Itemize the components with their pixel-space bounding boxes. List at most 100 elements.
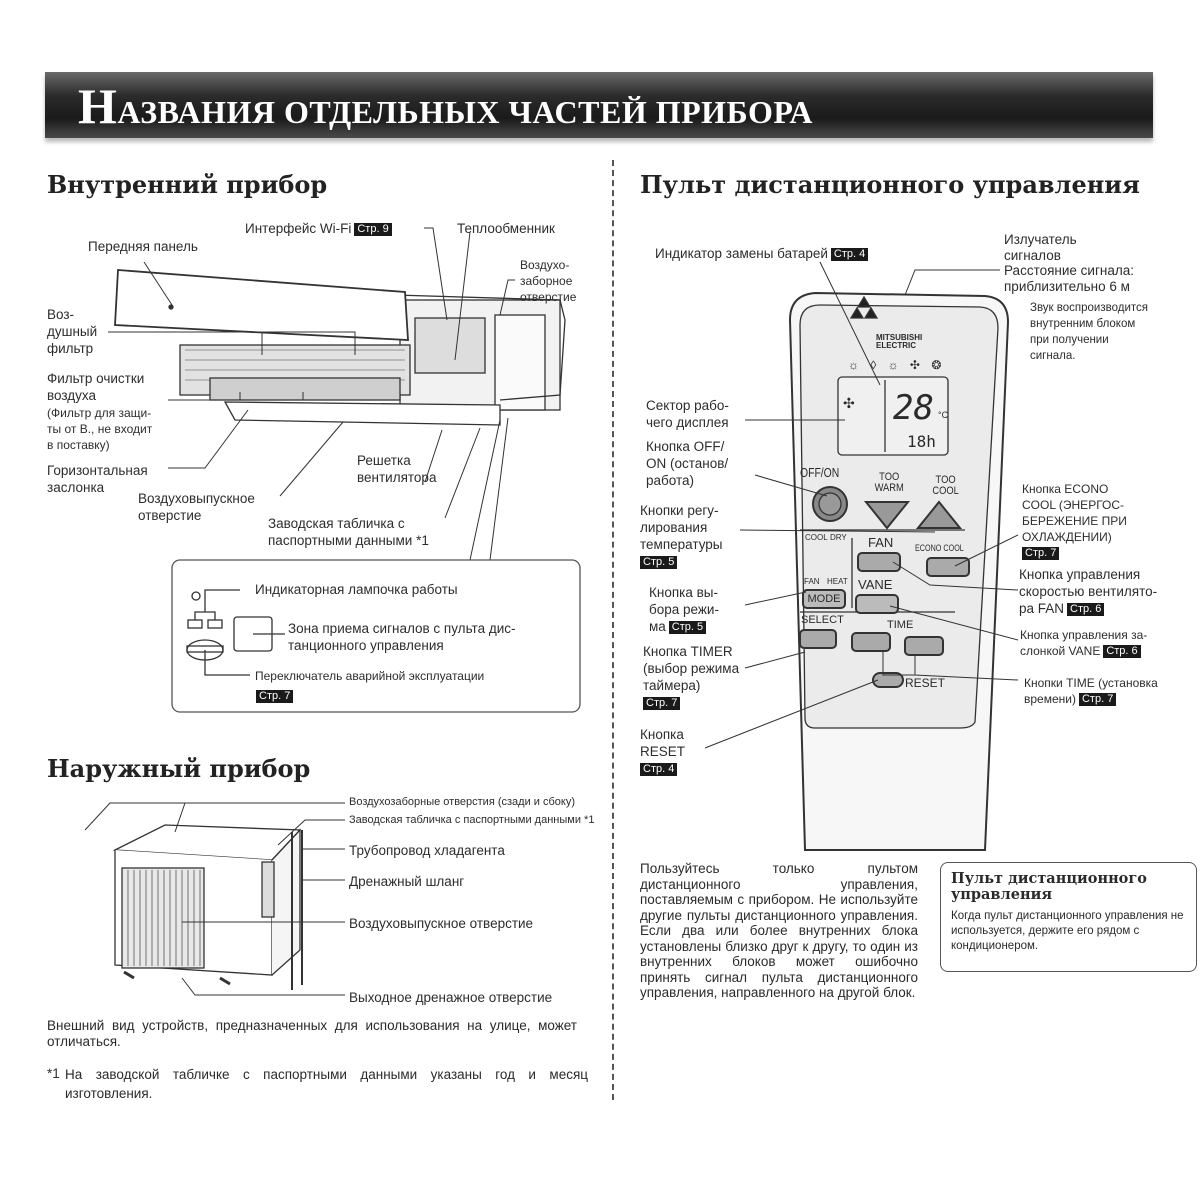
page-ref-badge: Стр. 7 xyxy=(1022,547,1060,560)
too-cool-button[interactable] xyxy=(918,500,960,528)
outdoor-appearance-note: Внешний вид устройств, предназначенных д… xyxy=(47,1018,577,1049)
label-air-outlet: Воздуховыпускное отверстие xyxy=(138,491,255,523)
mode-cool-label: COOL xyxy=(805,533,828,542)
label-emergency-switch: Переключатель аварийной эксплуатации xyxy=(255,669,485,683)
label-operation-lamp: Индикаторная лампочка работы xyxy=(255,582,458,597)
label-outdoor-nameplate: Заводская табличка с паспортными данными… xyxy=(349,814,595,826)
storage-box-text: Когда пульт дистанционного управления не… xyxy=(951,910,1184,952)
page-ref-badge: Стр. 6 xyxy=(1067,603,1105,616)
reset-label: Кнопка RESET xyxy=(640,727,686,759)
time-label-device: TIME xyxy=(885,619,916,631)
mode-label: Кнопка вы- бора режи- ма xyxy=(649,585,719,634)
label-air-filter: Воз- душный фильтр xyxy=(47,307,98,356)
econo-cool-button[interactable] xyxy=(927,558,969,576)
page-ref-badge: Стр. 7 xyxy=(643,697,681,710)
label-air-intake: Воздухо- заборное отверстие xyxy=(520,258,577,304)
remote-section-title: Пульт дистанционного управления xyxy=(640,170,1140,199)
label-onoff-button: Кнопка OFF/ ON (останов/ работа) xyxy=(646,439,729,488)
fan-speed-icon: ✣ xyxy=(843,395,855,411)
mode-heat-label: HEAT xyxy=(827,577,848,586)
display-temp: 28 xyxy=(893,388,934,428)
mode-icons: ☼ ◊ ☼ ✣ ❂ xyxy=(848,358,946,372)
page-ref-badge: Стр. 7 xyxy=(1078,693,1117,706)
fan-button[interactable] xyxy=(858,553,900,571)
offon-button[interactable] xyxy=(812,498,848,522)
wifi-label: Интерфейс Wi-Fi xyxy=(245,221,352,236)
remote-usage-note: Пользуйтесь только пультом дистанционног… xyxy=(640,861,918,1000)
mode-dry-label: DRY xyxy=(830,533,847,542)
remote-drawing xyxy=(788,291,1010,851)
too-warm-button[interactable] xyxy=(866,500,908,528)
label-horizontal-vane: Горизонтальная заслонка xyxy=(47,463,148,495)
label-fan-grille: Решетка вентилятора xyxy=(357,453,437,485)
vane-button[interactable] xyxy=(856,595,898,613)
outdoor-section-title: Наружный прибор xyxy=(47,754,311,783)
outdoor-unit-drawing xyxy=(112,824,303,990)
vane-button-label: VANE xyxy=(858,577,893,592)
battery-label: Индикатор замены батарей xyxy=(655,246,828,261)
label-timer-button: Кнопка TIMER (выбор режима таймера) Стр. … xyxy=(643,643,739,711)
label-cleaning-filter-note: (Фильтр для защи- ты от В., не входит в … xyxy=(47,406,153,452)
label-drain-outlet: Выходное дренажное отверстие xyxy=(349,990,553,1005)
indoor-unit-drawing xyxy=(114,269,566,426)
page-ref-badge: Стр. 6 xyxy=(1103,645,1141,658)
brand-logo-text: MITSUBISHI ELECTRIC xyxy=(876,333,923,350)
label-outdoor-air-outlet: Воздуховыпускное отверстие xyxy=(349,916,534,931)
offon-label: OFF/ON xyxy=(800,465,840,480)
title-rest: АЗВАНИЯ ОТДЕЛЬНЫХ ЧАСТЕЙ ПРИБОРА xyxy=(117,94,813,130)
page-title: НАЗВАНИЯ ОТДЕЛЬНЫХ ЧАСТЕЙ ПРИБОРА xyxy=(78,76,813,142)
header-banner xyxy=(45,72,1153,138)
page-ref-badge: Стр. 7 xyxy=(256,690,294,703)
mode-button[interactable]: MODE xyxy=(807,593,841,605)
label-refrigerant-pipe: Трубопровод хладагента xyxy=(349,843,505,858)
label-drain-hose: Дренажный шланг xyxy=(349,874,465,889)
vane-label: Кнопка управления за- слонкой VANE xyxy=(1020,628,1148,658)
column-divider xyxy=(612,160,614,1100)
reset-device-label: RESET xyxy=(905,676,946,690)
too-warm-label: TOO WARM xyxy=(874,471,904,494)
timer-select-button[interactable] xyxy=(800,630,836,648)
footnote-text: На заводской табличке с паспортными данн… xyxy=(65,1067,588,1101)
mode-fan-label: FAN xyxy=(804,577,820,586)
display-temp-unit: °C xyxy=(938,410,949,420)
reset-button[interactable] xyxy=(873,673,903,687)
indoor-panel-detail xyxy=(171,559,581,713)
econo-cool-button-label: ECONO COOL xyxy=(915,543,964,553)
label-signal-receiver: Зона приема сигналов с пульта дис- танци… xyxy=(288,621,516,653)
remote-storage-box: Пульт дистанционного управления Когда пу… xyxy=(940,862,1197,972)
page-ref-badge: Стр. 5 xyxy=(668,621,707,634)
label-time-buttons: Кнопки TIME (установка времени)Стр. 7 xyxy=(1024,675,1158,707)
footnote-mark: *1 xyxy=(47,1066,60,1081)
page-ref-badge: Стр. 4 xyxy=(830,248,869,261)
page-ref-badge: Стр. 9 xyxy=(354,223,392,236)
page-ref-badge: Стр. 5 xyxy=(640,556,678,569)
label-emitter-note: Звук воспроизводится внутренним блоком п… xyxy=(1030,302,1148,362)
label-nameplate: Заводская табличка с паспортными данными… xyxy=(268,516,429,548)
label-reset-button: Кнопка RESET Стр. 4 xyxy=(640,726,685,777)
emergency-page-ref: Стр. 7 xyxy=(253,687,294,705)
indoor-section-title: Внутренний прибор xyxy=(47,170,328,199)
fan-button-label: FAN xyxy=(868,535,894,550)
temp-label: Кнопки регу- лирования температуры xyxy=(640,503,723,552)
fan-label: Кнопка управления скоростью вентилято- р… xyxy=(1019,567,1158,616)
title-initial: Н xyxy=(78,78,118,134)
timer-label: Кнопка TIMER (выбор режима таймера) xyxy=(643,644,740,693)
select-label: SELECT xyxy=(801,614,844,626)
time-down-button[interactable] xyxy=(852,633,890,651)
label-air-inlets: Воздухозаборные отверстия (сзади и сбоку… xyxy=(349,796,575,808)
time-up-button[interactable] xyxy=(905,637,943,655)
label-econo-button: Кнопка ECONO COOL (ЭНЕРГОС- БЕРЕЖЕНИЕ ПР… xyxy=(1022,481,1127,561)
label-cleaning-filter: Фильтр очистки воздуха xyxy=(47,371,145,403)
label-heat-exchanger: Теплообменник xyxy=(457,221,555,236)
label-display-area: Сектор рабо- чего дисплея xyxy=(646,398,729,430)
econo-label: Кнопка ECONO COOL (ЭНЕРГОС- БЕРЕЖЕНИЕ ПР… xyxy=(1022,482,1127,544)
label-fan-button: Кнопка управления скоростью вентилято- р… xyxy=(1019,566,1157,617)
page-ref-badge: Стр. 4 xyxy=(640,763,678,776)
label-signal-emitter: Излучатель сигналов Расстояние сигнала: … xyxy=(1004,232,1134,294)
